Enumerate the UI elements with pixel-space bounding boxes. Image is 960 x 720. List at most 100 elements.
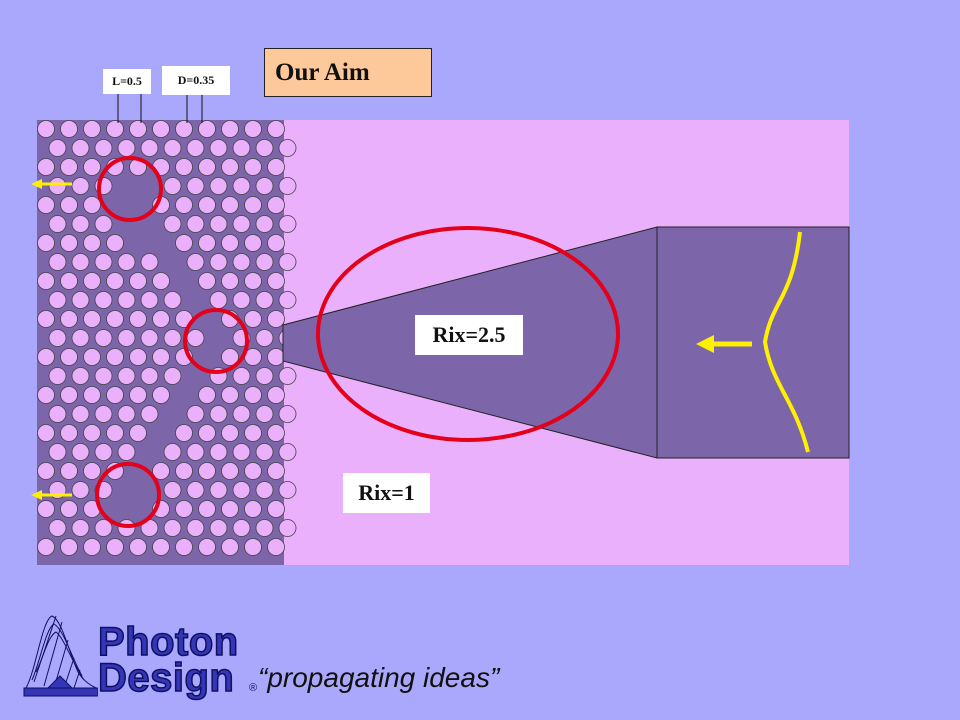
crystal-hole <box>106 234 124 252</box>
crystal-hole <box>37 310 55 328</box>
crystal-hole <box>106 272 124 290</box>
crystal-hole <box>129 310 147 328</box>
crystal-hole <box>255 215 274 233</box>
tagline: “propagating ideas” <box>258 662 500 693</box>
crystal-hole <box>60 272 78 290</box>
crystal-hole <box>232 405 251 423</box>
core-index-label: Rix=2.5 <box>415 315 523 355</box>
crystal-hole <box>232 139 251 157</box>
crystal-hole <box>48 519 67 537</box>
crystal-hole <box>129 348 147 366</box>
crystal-hole <box>37 538 55 556</box>
crystal-hole <box>209 139 228 157</box>
crystal-hole <box>140 291 159 309</box>
crystal-hole <box>83 158 101 176</box>
defect-highlight-top <box>97 156 163 222</box>
crystal-hole <box>140 253 159 271</box>
crystal-hole <box>152 538 170 556</box>
crystal-hole <box>278 215 297 233</box>
crystal-hole <box>255 291 274 309</box>
crystal-hole <box>48 291 67 309</box>
crystal-hole <box>60 158 78 176</box>
crystal-hole <box>198 272 216 290</box>
registered-mark: ® <box>249 682 258 694</box>
crystal-hole <box>60 424 78 442</box>
propagation-arrow-main <box>696 335 752 353</box>
crystal-hole <box>255 139 274 157</box>
crystal-hole <box>267 120 285 138</box>
crystal-hole <box>106 386 124 404</box>
crystal-hole <box>278 405 297 423</box>
crystal-hole <box>221 348 239 366</box>
label-leader-lines <box>117 94 203 123</box>
crystal-hole <box>221 158 239 176</box>
taper-highlight-ellipse <box>316 226 620 442</box>
crystal-hole <box>60 462 78 480</box>
crystal-hole <box>163 481 182 499</box>
crystal-hole <box>244 158 262 176</box>
crystal-hole <box>221 272 239 290</box>
crystal-hole <box>48 253 67 271</box>
crystal-hole <box>163 329 182 347</box>
crystal-hole <box>94 291 113 309</box>
crystal-hole <box>152 310 170 328</box>
crystal-hole <box>152 462 170 480</box>
crystal-hole <box>152 272 170 290</box>
crystal-hole <box>267 310 285 328</box>
crystal-hole <box>94 329 113 347</box>
crystal-hole <box>175 462 193 480</box>
logo-line-design: Design <box>97 656 235 700</box>
crystal-hole <box>129 272 147 290</box>
crystal-hole <box>209 443 228 461</box>
crystal-hole <box>175 424 193 442</box>
crystal-hole <box>175 234 193 252</box>
crystal-hole <box>255 253 274 271</box>
crystal-hole <box>175 500 193 518</box>
crystal-hole <box>94 405 113 423</box>
crystal-hole <box>71 519 90 537</box>
crystal-hole <box>60 310 78 328</box>
mode-profile-curve <box>762 231 810 453</box>
crystal-hole <box>106 424 124 442</box>
crystal-hole <box>267 500 285 518</box>
crystal-hole <box>232 443 251 461</box>
crystal-hole <box>48 177 67 195</box>
crystal-hole <box>140 367 159 385</box>
crystal-hole <box>83 462 101 480</box>
output-arrow-top <box>31 179 72 189</box>
crystal-hole <box>83 386 101 404</box>
photon-design-logo-icon <box>23 615 98 697</box>
crystal-hole <box>140 405 159 423</box>
crystal-hole <box>37 424 55 442</box>
crystal-hole <box>209 215 228 233</box>
crystal-hole <box>106 348 124 366</box>
crystal-hole <box>221 196 239 214</box>
crystal-hole <box>278 519 297 537</box>
crystal-hole <box>244 272 262 290</box>
crystal-hole <box>186 215 205 233</box>
crystal-hole <box>60 120 78 138</box>
crystal-hole <box>232 291 251 309</box>
crystal-hole <box>175 196 193 214</box>
crystal-hole <box>175 538 193 556</box>
defect-highlight-bottom <box>95 462 161 528</box>
crystal-hole <box>37 500 55 518</box>
crystal-hole <box>117 329 136 347</box>
crystal-hole <box>129 424 147 442</box>
crystal-hole <box>255 367 274 385</box>
crystal-hole <box>37 196 55 214</box>
crystal-hole <box>163 215 182 233</box>
crystal-hole <box>221 500 239 518</box>
crystal-hole <box>221 538 239 556</box>
crystal-hole <box>71 367 90 385</box>
logo-line-photon: Photon <box>97 620 239 664</box>
crystal-hole <box>83 120 101 138</box>
crystal-hole <box>267 158 285 176</box>
crystal-hole <box>152 120 170 138</box>
crystal-hole <box>37 386 55 404</box>
crystal-hole <box>198 158 216 176</box>
crystal-hole <box>71 177 90 195</box>
crystal-hole <box>209 519 228 537</box>
crystal-holes <box>37 120 297 556</box>
crystal-hole <box>278 139 297 157</box>
